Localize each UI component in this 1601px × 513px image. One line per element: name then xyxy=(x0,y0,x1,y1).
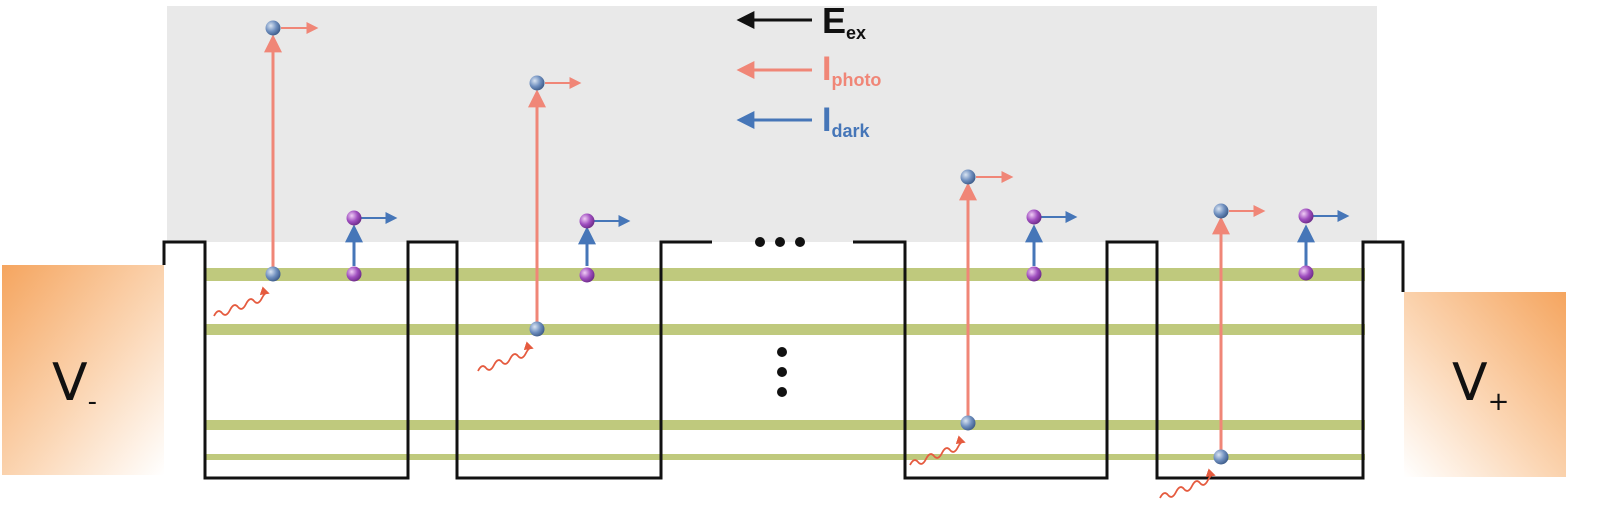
dark-carrier xyxy=(579,267,595,283)
dark-carrier xyxy=(346,266,362,282)
electron xyxy=(960,415,976,431)
electron xyxy=(529,321,545,337)
horizontal-ellipsis xyxy=(755,237,805,247)
svg-text:Idark: Idark xyxy=(822,101,870,141)
i-photo-label: I xyxy=(822,50,831,88)
dark-current-arrows xyxy=(361,210,1350,227)
dark-carrier xyxy=(579,213,595,229)
svg-text:Eex: Eex xyxy=(822,0,866,43)
electron xyxy=(960,169,976,185)
photon-arrows xyxy=(213,286,1216,499)
dark-transitions xyxy=(345,224,1315,266)
e-ex-subscript: ex xyxy=(846,23,866,43)
continuum-region xyxy=(167,6,1377,242)
level-4 xyxy=(205,454,1365,460)
dark-carrier xyxy=(1026,266,1042,282)
dark-carrier xyxy=(1026,209,1042,225)
left-contact-subscript: - xyxy=(88,387,97,417)
electron xyxy=(1213,449,1229,465)
level-2 xyxy=(205,324,1365,335)
dark-carriers xyxy=(346,208,1314,283)
dark-carrier xyxy=(1298,208,1314,224)
i-photo-subscript: photo xyxy=(831,70,881,90)
right-contact xyxy=(1404,292,1566,477)
i-dark-label: I xyxy=(822,101,831,139)
left-contact xyxy=(2,265,164,475)
quantum-well-profile-right xyxy=(853,240,1405,480)
svg-text:V+: V+ xyxy=(1452,353,1509,417)
svg-text:V-: V- xyxy=(52,353,97,417)
photocurrent-arrows xyxy=(281,22,1266,217)
photo-transitions xyxy=(264,34,1230,450)
electrons xyxy=(265,20,1229,465)
left-contact-label: V xyxy=(52,353,88,413)
level-3 xyxy=(205,420,1365,430)
electron xyxy=(1213,203,1229,219)
dark-carrier xyxy=(1298,265,1314,281)
legend: Eex Iphoto Idark xyxy=(736,0,881,141)
dark-carrier xyxy=(346,210,362,226)
svg-text:Iphoto: Iphoto xyxy=(822,50,881,90)
e-ex-label: E xyxy=(822,0,846,41)
quantum-well-profile-left xyxy=(162,240,712,480)
right-contact-subscript: + xyxy=(1488,387,1510,417)
energy-levels xyxy=(205,268,1365,460)
electron xyxy=(265,266,281,282)
level-1 xyxy=(205,268,1365,281)
vertical-ellipsis xyxy=(777,347,787,397)
electron xyxy=(529,75,545,91)
right-contact-label: V xyxy=(1452,353,1488,413)
electron xyxy=(265,20,281,36)
i-dark-subscript: dark xyxy=(831,121,870,141)
